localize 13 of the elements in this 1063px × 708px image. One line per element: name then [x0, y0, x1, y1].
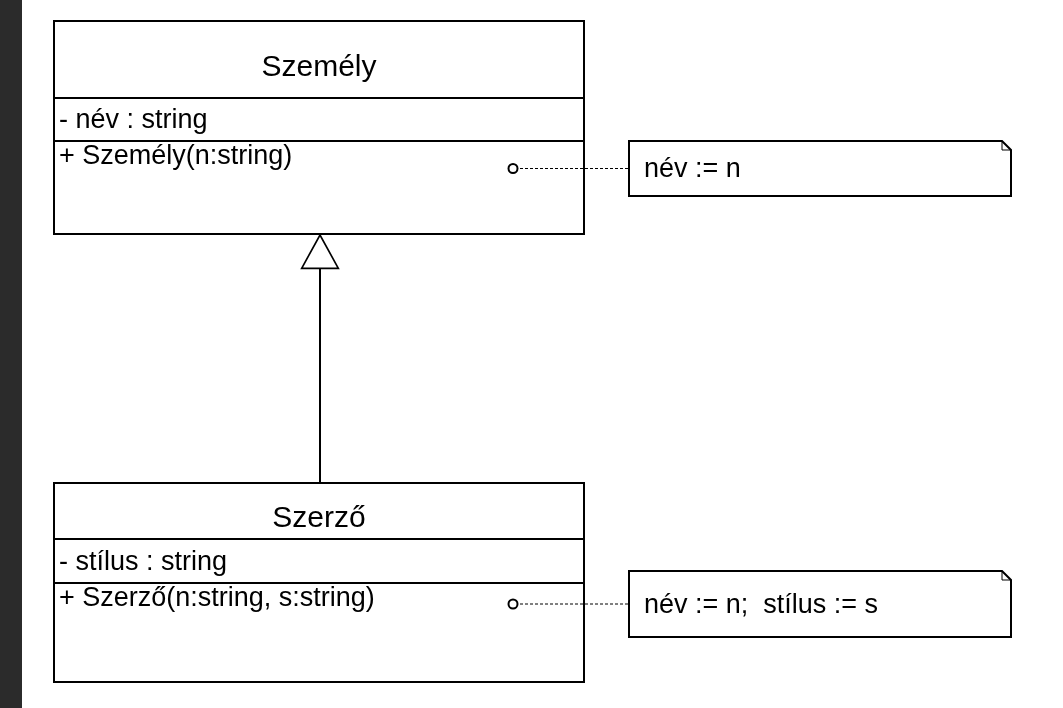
note-connector — [507, 598, 629, 610]
class-name: Személy — [261, 47, 377, 81]
class-name: Szerző — [272, 499, 366, 532]
method-text: + Személy(n:string) — [59, 142, 293, 169]
note-connector — [507, 163, 629, 174]
class-box — [53, 482, 585, 683]
generalization-arrow — [300, 234, 340, 483]
method-text: + Szerző(n:string, s:string) — [59, 584, 375, 611]
note-text: név := n — [644, 155, 741, 182]
note-text: név := n; stílus := s — [644, 590, 879, 618]
attribute-text: - stílus : string — [59, 547, 228, 575]
attribute-text: - név : string — [59, 106, 208, 133]
class-box — [53, 20, 585, 235]
